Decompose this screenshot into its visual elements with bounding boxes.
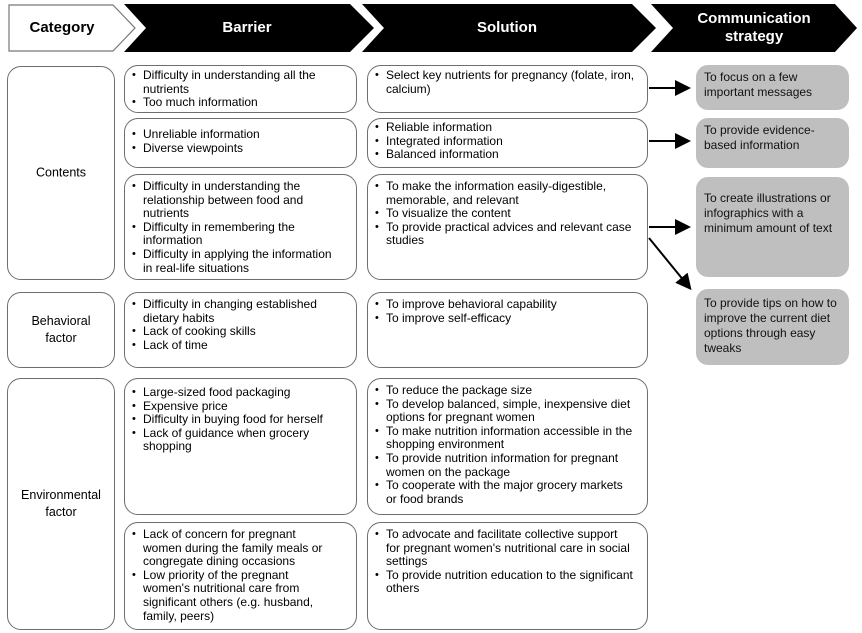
solution-list-1: Select key nutrients for pregnancy (fola… bbox=[372, 68, 640, 96]
solution-box-6: To advocate and facilitate collective su… bbox=[367, 522, 648, 630]
barrier-box-1: Difficulty in understanding all the nutr… bbox=[124, 65, 357, 113]
barrier-item: Too much information bbox=[129, 96, 351, 110]
solution-item: To develop balanced, simple, inexpensive… bbox=[372, 397, 634, 425]
solution-item: To reduce the package size bbox=[372, 383, 634, 398]
barrier-box-2: Unreliable information Diverse viewpoint… bbox=[124, 118, 357, 168]
solution-box-1: Select key nutrients for pregnancy (fola… bbox=[367, 65, 648, 113]
solution-list-5: To reduce the package size To develop ba… bbox=[372, 383, 634, 506]
arrow-4 bbox=[648, 237, 692, 291]
barrier-item: Lack of cooking skills bbox=[129, 325, 334, 339]
barrier-item: Difficulty in applying the information i… bbox=[129, 247, 334, 275]
header-category-chevron bbox=[8, 4, 136, 52]
category-behavioral-box: Behavioral factor bbox=[7, 292, 115, 368]
category-environmental-line1: Environmental bbox=[21, 488, 101, 502]
header-strategy-line2: strategy bbox=[724, 28, 784, 45]
barrier-list-3: Difficulty in understanding the relation… bbox=[129, 179, 334, 275]
barrier-item: Difficulty in remembering the informatio… bbox=[129, 220, 334, 248]
category-contents-label: Contents bbox=[8, 165, 114, 182]
header-strategy: Communication strategy bbox=[651, 4, 857, 52]
barrier-item: Difficulty in buying food for herself bbox=[129, 413, 351, 427]
category-environmental-label: Environmental factor bbox=[8, 487, 114, 521]
barrier-list-4: Difficulty in changing established dieta… bbox=[129, 297, 334, 353]
barrier-item: Unreliable information bbox=[129, 127, 351, 142]
category-contents-box: Contents bbox=[7, 66, 115, 280]
solution-box-2: Reliable information Integrated informat… bbox=[367, 118, 648, 168]
barrier-box-5: Large-sized food packaging Expensive pri… bbox=[124, 378, 357, 515]
barrier-item: Low priority of the pregnant women's nut… bbox=[129, 568, 334, 623]
solution-box-4: To improve behavioral capability To impr… bbox=[367, 292, 648, 368]
solution-list-4: To improve behavioral capability To impr… bbox=[372, 297, 640, 326]
barrier-item: Lack of time bbox=[129, 338, 334, 353]
strategy-box-1: To focus on a few important messages bbox=[696, 65, 849, 110]
barrier-item: Lack of guidance when grocery shopping bbox=[129, 426, 351, 454]
header-barrier-chevron bbox=[124, 4, 374, 52]
barrier-box-4: Difficulty in changing established dieta… bbox=[124, 292, 357, 368]
header-solution-chevron bbox=[362, 4, 656, 52]
solution-list-6: To advocate and facilitate collective su… bbox=[372, 527, 634, 596]
solution-item: To cooperate with the major grocery mark… bbox=[372, 478, 634, 506]
barrier-item: Difficulty in changing established dieta… bbox=[129, 297, 334, 325]
strategy-box-2: To provide evidence-based information bbox=[696, 118, 849, 168]
barrier-item: Large-sized food packaging bbox=[129, 385, 351, 400]
solution-box-3: To make the information easily-digestibl… bbox=[367, 174, 648, 280]
solution-item: To provide nutrition information for pre… bbox=[372, 451, 634, 479]
barrier-box-3: Difficulty in understanding the relation… bbox=[124, 174, 357, 280]
solution-item: Integrated information bbox=[372, 134, 640, 149]
solution-list-3: To make the information easily-digestibl… bbox=[372, 179, 634, 248]
strategy-box-3: To create illustrations or infographics … bbox=[696, 177, 849, 277]
solution-item: Select key nutrients for pregnancy (fola… bbox=[372, 68, 640, 96]
barrier-list-6: Lack of concern for pregnant women durin… bbox=[129, 527, 334, 623]
barrier-item: Difficulty in understanding the relation… bbox=[129, 179, 334, 221]
barrier-list-5: Large-sized food packaging Expensive pri… bbox=[129, 385, 351, 454]
barrier-list-2: Unreliable information Diverse viewpoint… bbox=[129, 127, 351, 156]
solution-list-2: Reliable information Integrated informat… bbox=[372, 120, 640, 162]
header-barrier-label: Barrier bbox=[222, 19, 272, 36]
barrier-item: Diverse viewpoints bbox=[129, 141, 351, 156]
category-behavioral-line2: factor bbox=[45, 331, 77, 345]
solution-box-5: To reduce the package size To develop ba… bbox=[367, 378, 648, 515]
header-strategy-line1: Communication bbox=[697, 10, 811, 27]
barrier-box-6: Lack of concern for pregnant women durin… bbox=[124, 522, 357, 630]
header-solution: Solution bbox=[362, 4, 656, 52]
solution-item: Balanced information bbox=[372, 148, 640, 162]
barrier-item: Difficulty in understanding all the nutr… bbox=[129, 68, 351, 96]
solution-item: To make nutrition information accessible… bbox=[372, 424, 634, 452]
category-behavioral-label: Behavioral factor bbox=[8, 313, 114, 347]
header-solution-label: Solution bbox=[477, 19, 537, 36]
solution-item: To provide practical advices and relevan… bbox=[372, 220, 634, 248]
strategy-box-4: To provide tips on how to improve the cu… bbox=[696, 289, 849, 365]
header-category-label: Category bbox=[29, 19, 95, 36]
category-contents-text: Contents bbox=[35, 165, 87, 180]
header-barrier: Barrier bbox=[124, 4, 374, 52]
category-environmental-line2: factor bbox=[45, 505, 77, 519]
solution-item: To make the information easily-digestibl… bbox=[372, 179, 634, 207]
barrier-item: Lack of concern for pregnant women durin… bbox=[129, 527, 334, 569]
solution-item: To improve self-efficacy bbox=[372, 311, 640, 326]
header-strategy-label: Communication strategy bbox=[669, 4, 839, 52]
barrier-item: Expensive price bbox=[129, 399, 351, 414]
header-strategy-chevron bbox=[651, 4, 857, 52]
solution-item: Reliable information bbox=[372, 120, 640, 135]
header-category: Category bbox=[8, 4, 136, 52]
category-environmental-box: Environmental factor bbox=[7, 378, 115, 630]
barrier-list-1: Difficulty in understanding all the nutr… bbox=[129, 68, 351, 110]
solution-item: To provide nutrition education to the si… bbox=[372, 568, 634, 596]
solution-item: To improve behavioral capability bbox=[372, 297, 640, 312]
solution-item: To advocate and facilitate collective su… bbox=[372, 527, 634, 569]
solution-item: To visualize the content bbox=[372, 207, 634, 221]
category-behavioral-line1: Behavioral bbox=[31, 314, 91, 328]
